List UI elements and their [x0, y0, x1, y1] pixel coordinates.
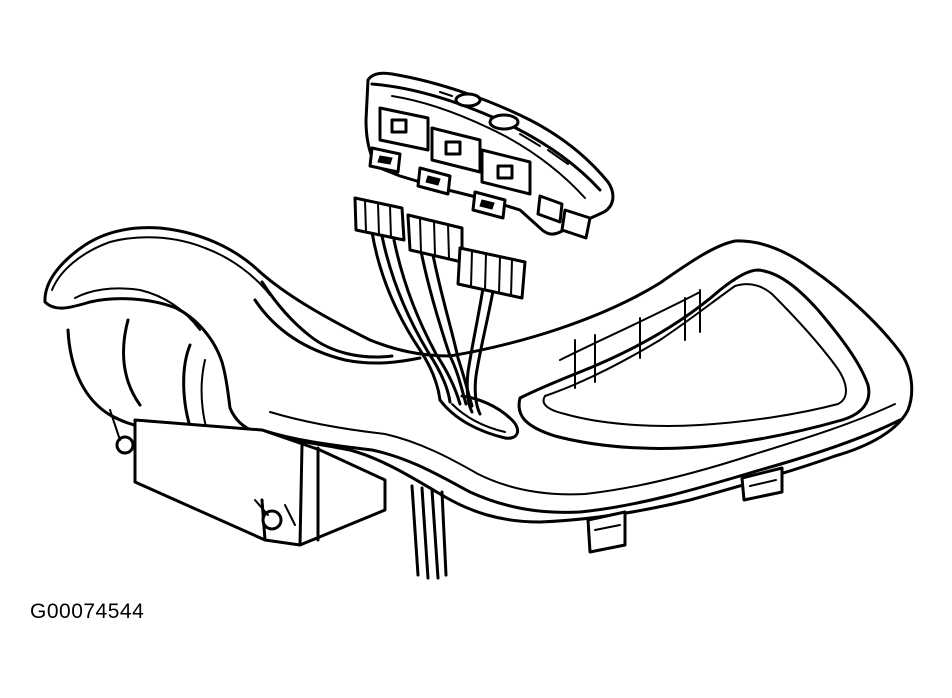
harness-loop — [440, 396, 518, 438]
clip-center — [588, 512, 625, 552]
harness-drop-1 — [412, 486, 418, 575]
cup-recess-inner — [124, 320, 140, 405]
shifter-opening — [519, 270, 869, 448]
console-mid-ridge — [255, 300, 420, 363]
shifter-opening-inner — [544, 284, 846, 426]
shifter-inner-rail — [560, 292, 700, 360]
shifter-inner-wall — [575, 290, 700, 388]
figure-id-label: G00074544 — [30, 600, 145, 623]
harness-wire-4 — [420, 246, 466, 404]
harness-drop-4 — [442, 492, 446, 575]
switch-panel-bevel — [392, 96, 585, 198]
harness-wire-2 — [382, 236, 450, 402]
harness-wire-1 — [372, 232, 440, 400]
rocker-switch-1-window — [392, 120, 406, 132]
cup-recess-outer — [68, 330, 175, 430]
underside-clips — [588, 468, 782, 552]
left-cup-recess — [68, 320, 385, 545]
left-hood-inner-edge — [75, 288, 200, 330]
harness-wire-7 — [475, 274, 496, 414]
screw-boss-left — [117, 437, 133, 453]
harness-drop-2 — [422, 488, 428, 578]
panel-knob-2 — [490, 115, 518, 129]
clip-right-detail — [750, 480, 776, 486]
terminal-pin-3 — [480, 200, 494, 209]
terminal-pin-1 — [378, 156, 392, 164]
connector-right — [458, 248, 525, 298]
terminal-pin-2 — [426, 176, 440, 185]
switch-panel — [366, 73, 613, 238]
panel-knob-1 — [456, 94, 480, 106]
panel-mount-tab-2 — [562, 210, 590, 238]
screw-boss-right-stem — [255, 500, 295, 525]
harness-wire-3 — [394, 240, 460, 404]
rocker-switch-3 — [482, 150, 530, 194]
harness-drop-3 — [432, 490, 438, 578]
screw-boss-left-stem — [110, 410, 120, 440]
harness-wire-6 — [467, 270, 486, 412]
clip-center-detail — [595, 525, 620, 530]
shifter-opening-outer — [519, 270, 869, 448]
harness-connectors — [355, 198, 525, 298]
harness-loop-inner — [452, 404, 505, 432]
rocker-switch-2 — [432, 128, 480, 172]
connector-middle-ribs — [420, 218, 449, 258]
wiring-harness — [372, 232, 518, 578]
console-lower-trim-inner — [270, 404, 895, 494]
connector-left-ribs — [365, 200, 391, 238]
panel-knob-lines — [440, 92, 568, 164]
connector-right-ribs — [471, 251, 512, 296]
lower-side-bracket — [135, 420, 385, 545]
panel-mount-tab-1 — [538, 196, 562, 222]
console-lower-trim — [262, 420, 900, 512]
rocker-switch-2-window — [446, 142, 460, 154]
left-hood-top-edge — [52, 237, 270, 295]
rocker-switch-3-window — [498, 166, 512, 178]
hood-front-curve — [262, 282, 392, 357]
